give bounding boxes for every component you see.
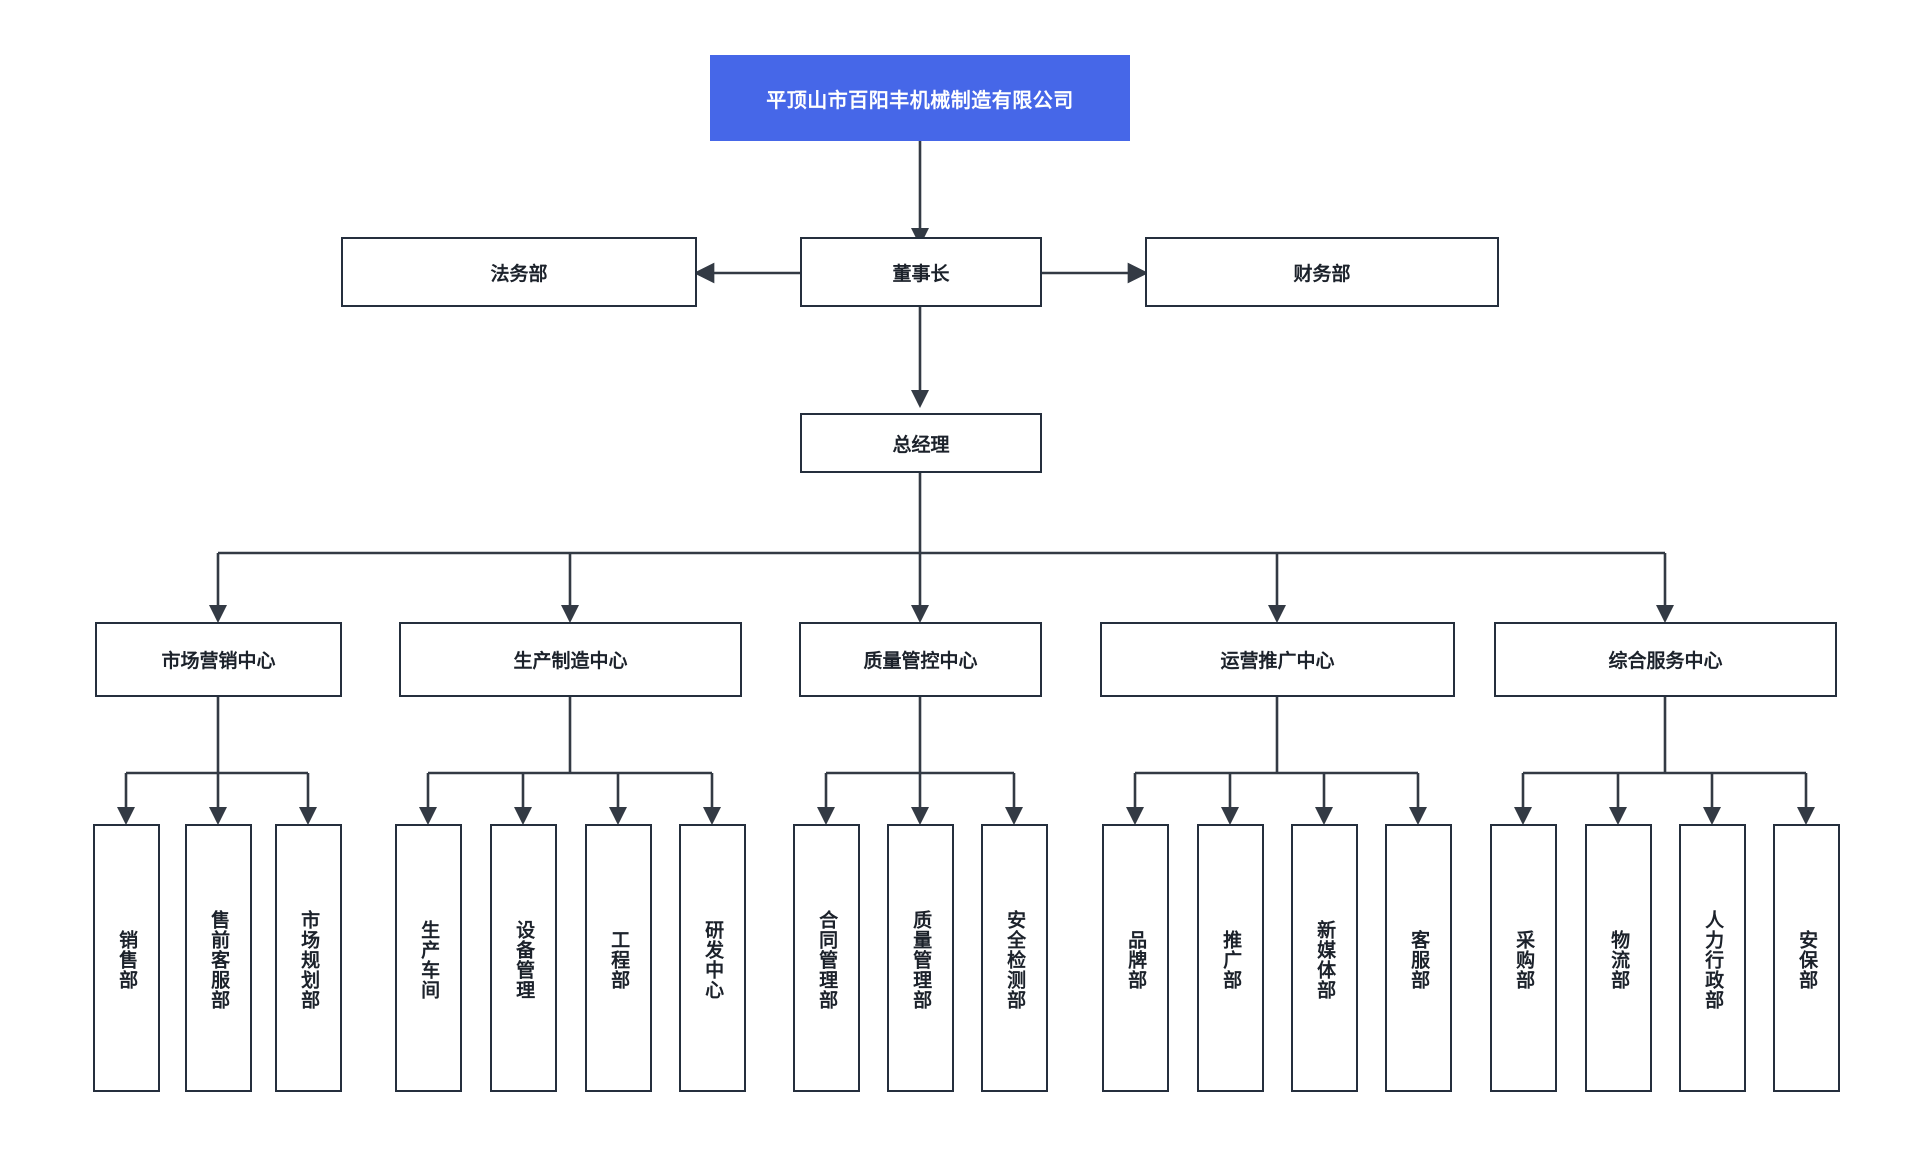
node-label: 总经理	[892, 434, 950, 456]
node-label: 采购部	[1513, 930, 1535, 990]
node-label: 品牌部	[1125, 930, 1147, 990]
node-label: 推广部	[1220, 930, 1242, 990]
node-finance-department[interactable]: 财务部	[1145, 237, 1499, 307]
node-label: 安保部	[1796, 930, 1818, 990]
node-label: 市场营销中心	[161, 651, 276, 672]
node-label: 法务部	[490, 263, 548, 285]
node-center-services[interactable]: 综合服务中心	[1494, 622, 1837, 697]
node-label: 售前客服部	[208, 910, 230, 1010]
node-label: 安全检测部	[1004, 910, 1026, 1010]
node-dept-presales-service[interactable]: 售前客服部	[185, 824, 252, 1092]
node-dept-procurement[interactable]: 采购部	[1490, 824, 1557, 1092]
node-label: 市场规划部	[298, 910, 320, 1010]
node-dept-rnd-center[interactable]: 研发中心	[679, 824, 746, 1092]
node-label: 设备管理	[513, 920, 535, 1000]
node-label: 质量管控中心	[863, 651, 978, 672]
node-label: 董事长	[892, 263, 950, 285]
node-company-root[interactable]: 平顶山市百阳丰机械制造有限公司	[710, 55, 1130, 141]
node-center-marketing[interactable]: 市场营销中心	[95, 622, 342, 697]
node-dept-production-workshop[interactable]: 生产车间	[395, 824, 462, 1092]
node-dept-equipment-management[interactable]: 设备管理	[490, 824, 557, 1092]
node-center-quality[interactable]: 质量管控中心	[799, 622, 1042, 697]
node-label: 销售部	[116, 930, 138, 990]
node-dept-sales[interactable]: 销售部	[93, 824, 160, 1092]
node-label: 质量管理部	[910, 910, 932, 1010]
node-legal-department[interactable]: 法务部	[341, 237, 697, 307]
node-label: 人力行政部	[1702, 910, 1724, 1010]
node-dept-engineering[interactable]: 工程部	[585, 824, 652, 1092]
node-label: 新媒体部	[1314, 920, 1336, 1000]
node-label: 物流部	[1608, 930, 1630, 990]
node-dept-promotion[interactable]: 推广部	[1197, 824, 1264, 1092]
node-label: 运营推广中心	[1220, 651, 1335, 672]
node-center-manufacturing[interactable]: 生产制造中心	[399, 622, 742, 697]
node-dept-hr-admin[interactable]: 人力行政部	[1679, 824, 1746, 1092]
node-label: 生产制造中心	[513, 651, 628, 672]
node-dept-safety-inspection[interactable]: 安全检测部	[981, 824, 1048, 1092]
node-dept-logistics[interactable]: 物流部	[1585, 824, 1652, 1092]
node-chairman[interactable]: 董事长	[800, 237, 1042, 307]
node-label: 工程部	[608, 930, 630, 990]
node-dept-security[interactable]: 安保部	[1773, 824, 1840, 1092]
node-label: 平顶山市百阳丰机械制造有限公司	[766, 89, 1074, 112]
node-label: 财务部	[1293, 263, 1351, 285]
node-label: 合同管理部	[816, 910, 838, 1010]
node-dept-customer-service[interactable]: 客服部	[1385, 824, 1452, 1092]
node-dept-market-planning[interactable]: 市场规划部	[275, 824, 342, 1092]
node-label: 研发中心	[702, 920, 724, 1000]
node-dept-quality-management[interactable]: 质量管理部	[887, 824, 954, 1092]
node-center-operations[interactable]: 运营推广中心	[1100, 622, 1455, 697]
node-dept-contract-management[interactable]: 合同管理部	[793, 824, 860, 1092]
node-label: 生产车间	[418, 920, 440, 1000]
node-general-manager[interactable]: 总经理	[800, 413, 1042, 473]
node-label: 客服部	[1408, 930, 1430, 990]
node-dept-brand[interactable]: 品牌部	[1102, 824, 1169, 1092]
node-dept-new-media[interactable]: 新媒体部	[1291, 824, 1358, 1092]
node-label: 综合服务中心	[1608, 651, 1723, 672]
